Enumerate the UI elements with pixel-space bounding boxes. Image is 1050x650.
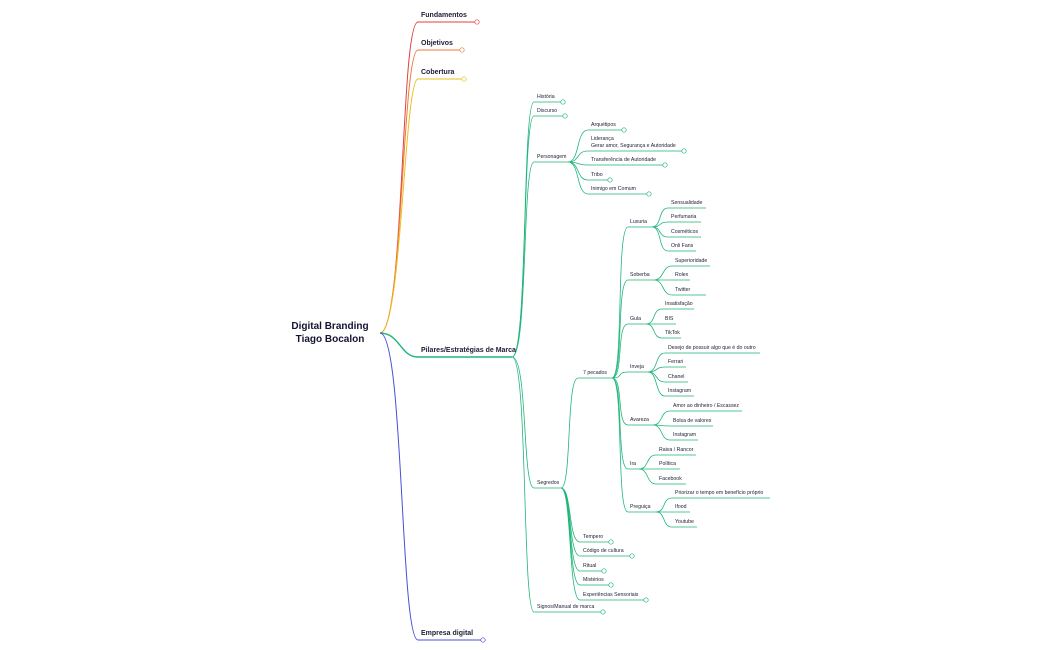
collapse-toggle-experiencias[interactable]: [643, 597, 649, 603]
leaf-cosmeticos[interactable]: Cosméticos: [671, 229, 699, 235]
leaf-youtube[interactable]: Youtube: [675, 519, 694, 525]
subtopic-codigo-cultura[interactable]: Código de cultura: [583, 548, 624, 554]
subtopic-luxuria[interactable]: Luxuria: [630, 219, 648, 225]
collapse-toggle-historia[interactable]: [560, 99, 566, 105]
topic-fundamentos[interactable]: Fundamentos: [421, 12, 467, 19]
leaf-bolsa-valores[interactable]: Bolsa de valores: [673, 418, 712, 424]
subtopic-gula[interactable]: Gula: [630, 316, 641, 322]
collapse-toggle-objetivos[interactable]: [459, 47, 465, 53]
collapse-toggle-codigo[interactable]: [629, 553, 635, 559]
collapse-toggle-discurso[interactable]: [562, 113, 568, 119]
subtopic-inveja[interactable]: Inveja: [630, 364, 644, 370]
leaf-desejo[interactable]: Desejo de possuir algo que é do outro: [668, 345, 756, 351]
leaf-ferrari[interactable]: Ferrari: [668, 359, 684, 365]
collapse-toggle-signos[interactable]: [600, 609, 606, 615]
topic-cobertura[interactable]: Cobertura: [421, 69, 455, 76]
subtopic-soberba[interactable]: Soberba: [630, 272, 650, 278]
topic-empresa-digital[interactable]: Empresa digital: [421, 630, 474, 637]
collapse-toggle-misterios[interactable]: [608, 582, 614, 588]
leaf-twitter[interactable]: Twitter: [675, 287, 691, 293]
collapse-toggle-transferencia[interactable]: [662, 162, 668, 168]
leaf-rolex[interactable]: Rolex: [675, 272, 689, 278]
subtopic-historia[interactable]: História: [537, 94, 555, 100]
subtopic-tribo[interactable]: Tribo: [591, 172, 603, 178]
leaf-instagram-avareza[interactable]: Instagram: [673, 432, 697, 438]
collapse-toggle-inimigo[interactable]: [646, 191, 652, 197]
collapse-toggle-cobertura[interactable]: [461, 76, 467, 82]
subtopic-personagem[interactable]: Personagem: [537, 154, 567, 160]
leaf-bis[interactable]: BIS: [665, 316, 674, 322]
subtopic-arquetipos[interactable]: Arquétipos: [591, 122, 616, 128]
leaf-instagram-inveja[interactable]: Instagram: [668, 388, 692, 394]
leaf-raiva[interactable]: Raiva / Rancor: [659, 447, 694, 453]
subtopic-tempero[interactable]: Tempero: [583, 534, 604, 540]
subtopic-ritual[interactable]: Ritual: [583, 563, 597, 569]
leaf-onli-fans[interactable]: Onli Fans: [671, 243, 694, 249]
leaf-chanel[interactable]: Chanel: [668, 374, 685, 380]
collapse-toggle-tribo[interactable]: [607, 177, 613, 183]
leaf-priorizar-tempo[interactable]: Priorizar o tempo em benefício próprio: [675, 490, 764, 496]
leaf-amor-dinheiro[interactable]: Amor ao dinheiro / Escassez: [673, 403, 740, 409]
subtopic-segredos[interactable]: Segredos: [537, 480, 560, 486]
subtopic-lideranca-detail: Gerar amor, Segurança e Autoridade: [591, 143, 676, 149]
collapse-toggle-fundamentos[interactable]: [474, 19, 480, 25]
leaf-sensualidade[interactable]: Sensualidade: [671, 200, 703, 206]
leaf-ifood[interactable]: Ifood: [675, 504, 687, 510]
subtopic-misterios[interactable]: Mistérios: [583, 577, 604, 583]
collapse-toggle-arquetipos[interactable]: [621, 127, 627, 133]
subtopic-lideranca[interactable]: Liderança: [591, 136, 614, 142]
topic-pilares[interactable]: Pilares/Estratégias de Marca: [421, 347, 516, 354]
collapse-toggle-lideranca[interactable]: [681, 148, 687, 154]
subtopic-experiencias[interactable]: Experiências Sensoriais: [583, 592, 639, 598]
subtopic-ira[interactable]: Ira: [630, 461, 637, 467]
root-subtitle: Tiago Bocalon: [295, 334, 365, 345]
leaf-perfumaria[interactable]: Perfumaria: [671, 214, 697, 220]
subtopic-signos[interactable]: Signos/Manual de marca: [537, 604, 595, 610]
leaf-politica[interactable]: Política: [659, 461, 677, 467]
root-title: Digital Branding: [291, 321, 369, 332]
leaf-tiktok[interactable]: TikTok: [665, 330, 680, 336]
subtopic-avareza[interactable]: Avareza: [630, 417, 649, 423]
root-node[interactable]: Digital Branding Tiago Bocalon: [275, 320, 385, 346]
subtopic-inimigo[interactable]: Inimigo em Comum: [591, 186, 636, 192]
subtopic-discurso[interactable]: Discurso: [537, 108, 558, 114]
collapse-toggle-tempero[interactable]: [608, 539, 614, 545]
subtopic-preguica[interactable]: Preguiça: [630, 504, 651, 510]
collapse-toggle-empresa[interactable]: [480, 637, 486, 643]
subtopic-7-pecados[interactable]: 7 pecados: [583, 370, 607, 376]
subtopic-transferencia[interactable]: Transferência de Autoridade: [591, 157, 656, 163]
leaf-facebook[interactable]: Facebook: [659, 476, 682, 482]
leaf-insatisfacao[interactable]: Insatisfação: [665, 301, 693, 307]
leaf-superioridade[interactable]: Superioridade: [675, 258, 708, 264]
topic-objetivos[interactable]: Objetivos: [421, 40, 453, 47]
collapse-toggle-ritual[interactable]: [601, 568, 607, 574]
